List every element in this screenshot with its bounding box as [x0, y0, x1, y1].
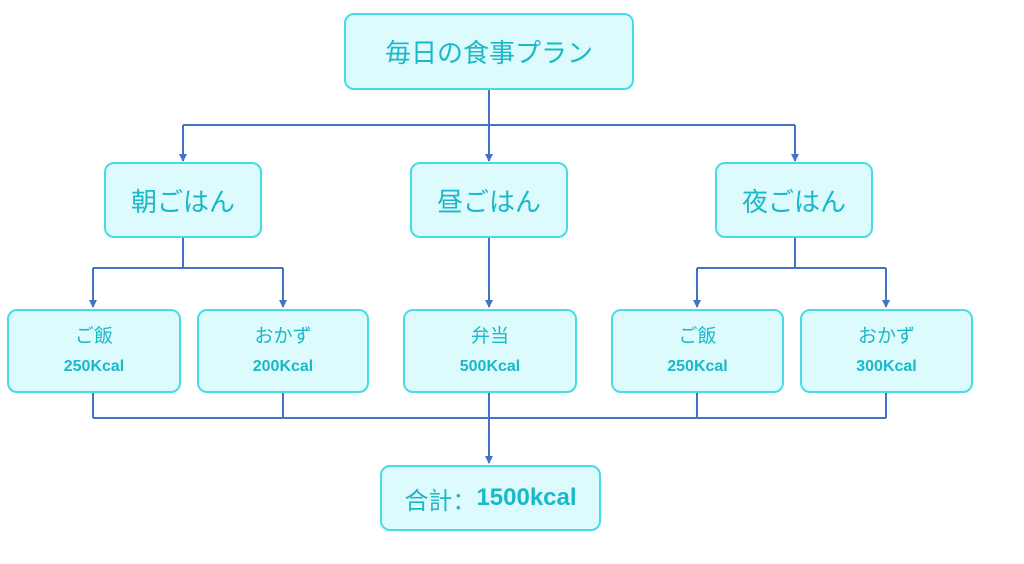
item-kcal: 500Kcal — [459, 358, 521, 375]
total-value: 1500kcal — [476, 484, 577, 511]
total-label: 合計： — [404, 486, 477, 515]
item-kcal: 250Kcal — [667, 358, 728, 375]
item-kcal: 250Kcal — [63, 358, 125, 375]
root-node: 毎日の食事プラン — [344, 13, 634, 90]
item-node: ご飯 250Kcal — [7, 309, 181, 393]
meal-node-lunch: 昼ごはん — [410, 162, 568, 238]
item-name: ご飯 — [74, 325, 113, 347]
item-node: おかず 200Kcal — [197, 309, 369, 393]
meal-label: 夜ごはん — [741, 187, 846, 218]
item-name: おかず — [857, 325, 915, 347]
item-kcal: 300Kcal — [856, 358, 917, 375]
root-title: 毎日の食事プラン — [384, 39, 593, 69]
item-name: 弁当 — [470, 325, 509, 347]
item-name: おかず — [254, 325, 312, 347]
item-node: 弁当 500Kcal — [403, 309, 577, 393]
total-node: 合計： 1500kcal — [380, 465, 601, 531]
item-name: ご飯 — [678, 325, 717, 347]
meal-node-breakfast: 朝ごはん — [104, 162, 262, 238]
meal-label: 昼ごはん — [436, 187, 541, 218]
item-kcal: 200Kcal — [252, 358, 314, 375]
meal-label: 朝ごはん — [130, 187, 235, 218]
item-node: ご飯 250Kcal — [611, 309, 784, 393]
item-node: おかず 300Kcal — [800, 309, 973, 393]
meal-node-dinner: 夜ごはん — [715, 162, 873, 238]
